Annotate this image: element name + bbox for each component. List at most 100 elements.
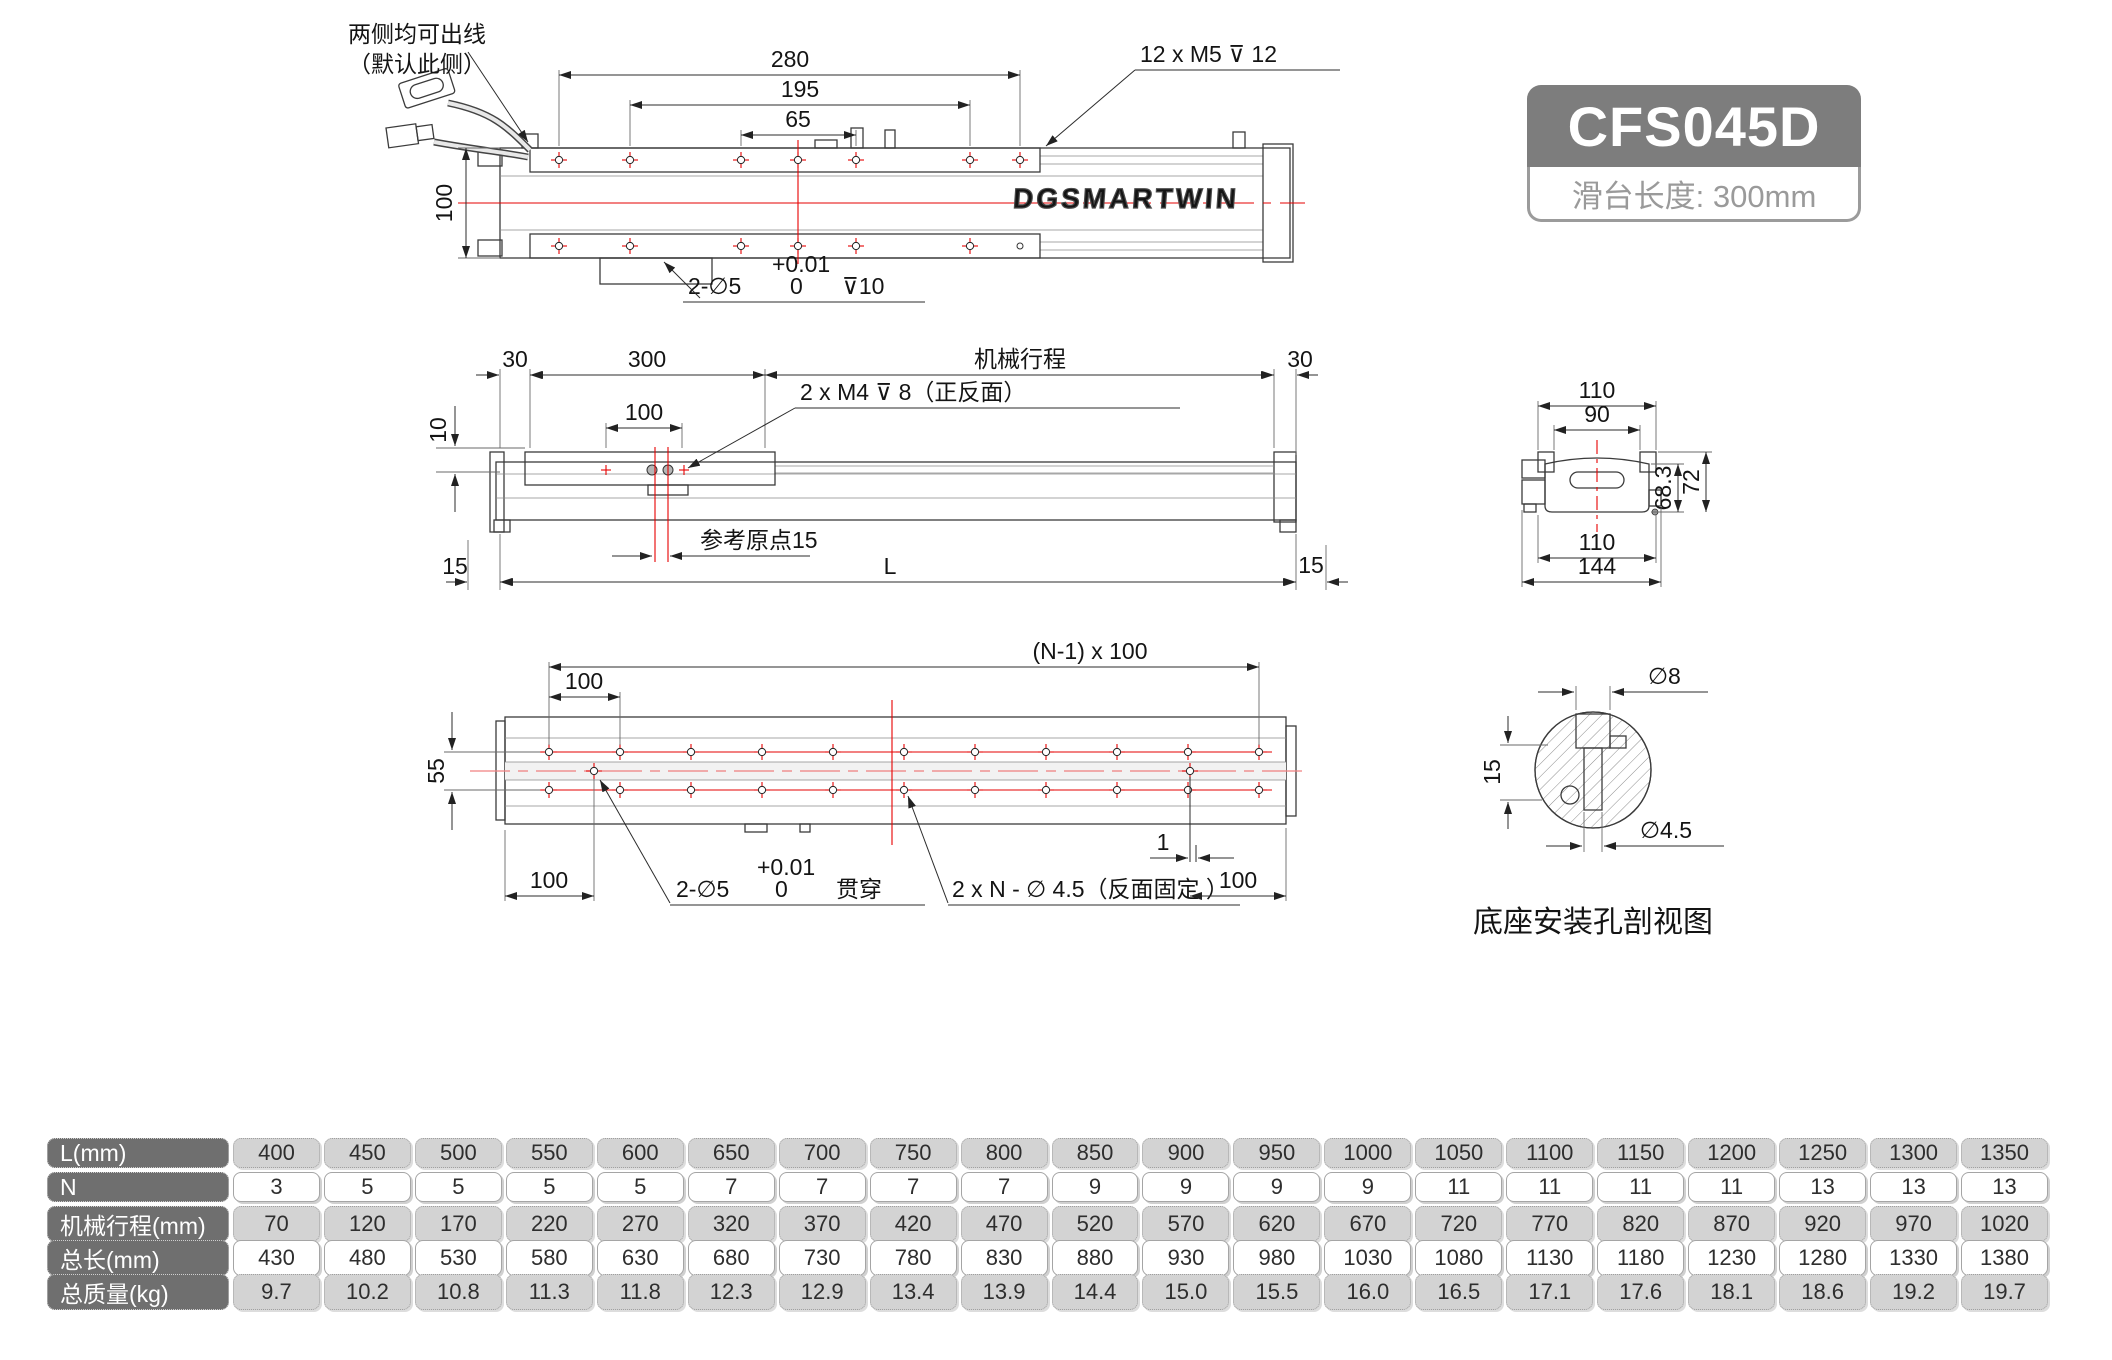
table-cell: 570 xyxy=(1142,1206,1230,1242)
table-cell: 11 xyxy=(1597,1172,1685,1202)
dim-1: 1 xyxy=(1157,829,1170,855)
table-cell: 530 xyxy=(414,1240,502,1276)
table-cell: 730 xyxy=(778,1240,866,1276)
row-label: 总质量(kg) xyxy=(47,1274,229,1310)
table-cell: 430 xyxy=(233,1240,320,1276)
table-cell: 9.7 xyxy=(233,1274,320,1310)
table-cell: 600 xyxy=(596,1138,684,1168)
dim-100-pitch: 100 xyxy=(565,668,603,694)
table-cell: 830 xyxy=(960,1240,1048,1276)
pin-callout-depth: ⊽10 xyxy=(842,273,884,299)
table-cell: 3 xyxy=(233,1172,320,1202)
table-cell: 18.6 xyxy=(1779,1274,1867,1310)
connector-dsub xyxy=(398,68,456,109)
detail-view: ∅8 15 ∅4.5 底座安装孔剖视图 xyxy=(1473,663,1724,939)
table-cell: 11.8 xyxy=(596,1274,684,1310)
dim-144: 144 xyxy=(1578,553,1617,579)
detail-caption: 底座安装孔剖视图 xyxy=(1473,906,1713,939)
pin-through-zero: 0 xyxy=(775,876,788,902)
side-view: 30 300 机械行程 30 100 2 x M4 ⊽ 8（正反面） 10 参考… xyxy=(425,346,1348,590)
table-cell: 550 xyxy=(505,1138,593,1168)
table-cell: 9 xyxy=(1142,1172,1230,1202)
cable-note-line2: （默认此侧） xyxy=(348,51,486,77)
table-cell: 12.3 xyxy=(687,1274,775,1310)
dim-280: 280 xyxy=(771,46,809,72)
mount-strip-bottom xyxy=(529,233,1041,259)
table-cell: 1000 xyxy=(1324,1138,1412,1168)
table-cell: 11 xyxy=(1688,1172,1776,1202)
product-model-box: CFS045D xyxy=(1527,85,1861,167)
dim-100-height: 100 xyxy=(431,184,457,222)
dim-15: 15 xyxy=(1479,759,1505,785)
table-cell: 1030 xyxy=(1324,1240,1412,1276)
table-cell: 650 xyxy=(687,1138,775,1168)
product-badge: CFS045D 滑台长度: 300mm xyxy=(1527,85,1861,222)
pin-through-suffix: 贯穿 xyxy=(836,876,882,902)
pin-through-prefix: 2-∅5 xyxy=(676,876,729,902)
table-cell: 900 xyxy=(1142,1138,1230,1168)
table-cell: 1200 xyxy=(1688,1138,1776,1168)
table-cell: 9 xyxy=(1233,1172,1321,1202)
table-cell: 17.1 xyxy=(1506,1274,1594,1310)
table-cell: 12.9 xyxy=(778,1274,866,1310)
row-label: L(mm) xyxy=(47,1138,229,1168)
product-model: CFS045D xyxy=(1567,94,1821,158)
pin-callout-upper: +0.01 xyxy=(772,251,830,277)
table-cell: 970 xyxy=(1870,1206,1958,1242)
table-cell: 1020 xyxy=(1961,1206,2048,1242)
table-cell: 16.5 xyxy=(1415,1274,1503,1310)
table-cell: 270 xyxy=(596,1206,684,1242)
table-cell: 70 xyxy=(233,1206,320,1242)
table-cell: 470 xyxy=(960,1206,1048,1242)
table-cell: 15.0 xyxy=(1142,1274,1230,1310)
dim-d8: ∅8 xyxy=(1648,663,1681,689)
dim-15-left: 15 xyxy=(442,553,468,579)
product-subtitle: 滑台长度: 300mm xyxy=(1571,178,1817,214)
table-cell: 630 xyxy=(596,1240,684,1276)
table-cell: 850 xyxy=(1051,1138,1139,1168)
table-cell: 1330 xyxy=(1870,1240,1958,1276)
brand-logo: DGSMARTWIN xyxy=(1012,183,1240,214)
table-cell: 880 xyxy=(1051,1240,1139,1276)
dim-55: 55 xyxy=(423,758,449,784)
table-cell: 1280 xyxy=(1779,1240,1867,1276)
table-cell: 770 xyxy=(1506,1206,1594,1242)
table-cell: 13 xyxy=(1961,1172,2048,1202)
callout-m4: 2 x M4 ⊽ 8（正反面） xyxy=(800,379,1026,405)
bottom-view: (N-1) x 100 100 55 100 2-∅5 +0.01 0 贯穿 2… xyxy=(423,638,1310,906)
table-cell: 7 xyxy=(960,1172,1048,1202)
row-label: 机械行程(mm) xyxy=(47,1206,229,1242)
table-cell: 5 xyxy=(323,1172,411,1202)
connector-round xyxy=(385,123,435,149)
table-cell: 1050 xyxy=(1415,1138,1503,1168)
pin-callout-prefix: 2-∅5 xyxy=(688,273,741,299)
table-cell: 14.4 xyxy=(1051,1274,1139,1310)
mount-strip-top xyxy=(529,147,1041,173)
table-cell: 580 xyxy=(505,1240,593,1276)
table-cell: 5 xyxy=(414,1172,502,1202)
dim-300: 300 xyxy=(628,346,666,372)
dim-90: 90 xyxy=(1584,401,1610,427)
table-cell: 17.6 xyxy=(1597,1274,1685,1310)
table-cell: 5 xyxy=(596,1172,684,1202)
dim-100-carriage: 100 xyxy=(625,399,663,425)
dim-68-3: 68.3 xyxy=(1650,466,1676,511)
row-label: N xyxy=(47,1172,229,1202)
side-view-rail xyxy=(495,461,1297,521)
carriage-underside xyxy=(599,257,713,285)
n-holes-callout: 2 x N - ∅ 4.5（反面固定 ） xyxy=(952,876,1229,902)
dim-65: 65 xyxy=(785,106,811,132)
callout-m5: 12 x M5 ⊽ 12 xyxy=(1140,41,1277,67)
technical-drawing: 280 195 65 100 12 x M5 ⊽ 12 两侧均可出线 （默认此侧… xyxy=(348,21,1724,939)
dim-L: L xyxy=(884,553,897,579)
table-cell: 400 xyxy=(233,1138,320,1168)
table-cell: 19.7 xyxy=(1961,1274,2048,1310)
pin-through-upper: +0.01 xyxy=(757,854,815,880)
table-cell: 320 xyxy=(687,1206,775,1242)
table-cell: 1350 xyxy=(1961,1138,2048,1168)
